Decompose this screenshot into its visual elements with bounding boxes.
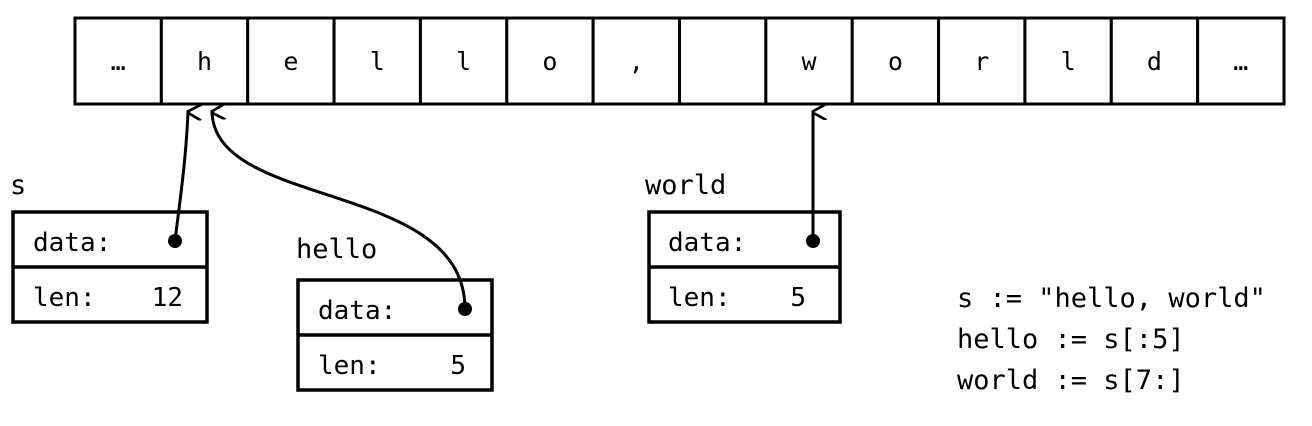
header-s-data-label: data: [33,228,111,258]
memory-cell [159,16,250,106]
header-s-len-value: 12 [152,283,183,313]
memory-cell-char: l [370,47,385,76]
memory-cell-char: l [456,47,471,76]
memory-cell [73,16,163,106]
memory-cell-char: , [629,47,644,76]
header-world-len-label: len: [668,283,731,313]
memory-cell [850,16,941,106]
memory-cell-char: l [1061,47,1076,76]
memory-cell [1109,16,1200,106]
memory-cell [678,16,768,106]
header-hello-len-label: len: [318,351,381,381]
code-line: world := s[7:] [957,365,1185,396]
header-world-len-value: 5 [790,283,806,313]
memory-cell-char: r [974,47,989,76]
code-line: s := "hello, world" [957,283,1266,314]
header-s-name: s [10,170,26,201]
memory-cell [764,16,854,106]
memory-cell-char: … [1233,47,1248,76]
header-world-data-label: data: [668,228,746,258]
memory-cell-char: d [1147,47,1162,76]
memory-cell-char: w [802,47,818,76]
header-hello-len-value: 5 [450,351,466,381]
memory-cell [505,16,595,106]
memory-cell-char: o [888,47,903,76]
memory-cell-char: … [111,47,126,76]
header-s: s data: len: 12 [10,170,209,324]
pointer-arrow-s [173,112,188,242]
memory-cell [246,16,336,106]
memory-cell-char: e [283,47,298,76]
memory-cell [937,16,1027,106]
header-world-name: world [645,170,726,201]
memory-cell [591,16,682,106]
header-world: world data: len: 5 [645,170,842,324]
header-hello-name: hello [296,234,377,265]
code-line: hello := s[:5] [957,324,1185,355]
pointer-arrow-hello [212,112,467,310]
memory-cell-char: o [542,47,557,76]
byte-array: … h e l l o, w o r l d … [73,16,1286,106]
memory-cell [418,16,509,106]
header-s-len-label: len: [33,283,96,313]
memory-cell-char: h [197,47,212,76]
memory-cell [1196,16,1286,106]
header-hello-data-label: data: [318,296,396,326]
code-snippet: s := "hello, world" hello := s[:5] world… [957,283,1266,396]
header-hello: hello data: len: 5 [296,234,494,392]
